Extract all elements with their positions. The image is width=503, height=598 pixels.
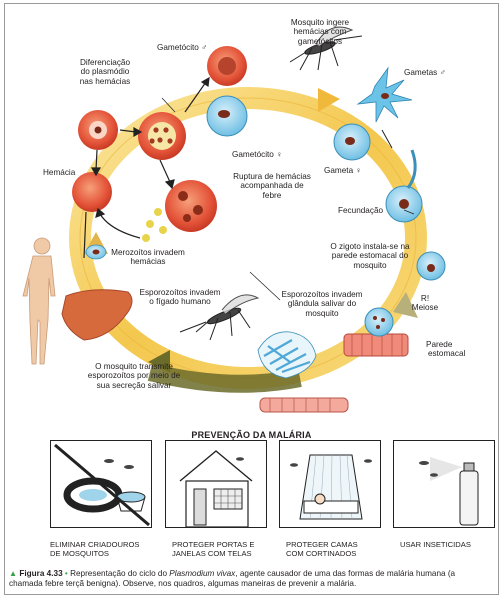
caption-figure-number: Figura 4.33 (19, 569, 62, 578)
label-fecundacao: Fecundação (338, 206, 383, 215)
house-icon (166, 441, 267, 528)
human-figure (23, 238, 55, 364)
tire-icon (51, 441, 152, 528)
label-r-meiose: R!Meiose (405, 294, 445, 313)
caption-triangle-icon: ▲ (9, 569, 17, 578)
prevention-label-insecticides: USAR INSETICIDAS (400, 540, 471, 549)
prevention-box-insecticides (393, 440, 495, 528)
label-gametocito-male: Gametócito ♂ (157, 43, 207, 52)
label-gametas-male: Gametas ♂ (404, 68, 446, 77)
skin-tissue (260, 398, 348, 412)
bed-net-icon (280, 441, 381, 528)
prevention-title: PREVENÇÃO DA MALÁRIA (0, 430, 503, 440)
spray-can-icon (394, 441, 495, 528)
label-gametocito-female: Gametócito ♀ (232, 150, 282, 159)
label-gameta-female: Gameta ♀ (324, 166, 362, 175)
label-hemacia: Hemácia (43, 168, 75, 177)
caption-text-before: Representação do ciclo do (70, 569, 169, 578)
prevention-box-breeding-sites (50, 440, 152, 528)
figure-caption: ▲ Figura 4.33 • Representação do ciclo d… (9, 569, 489, 589)
prevention-box-window-screens (165, 440, 267, 528)
prevention-box-bed-nets (279, 440, 381, 528)
caption-bullet-icon: • (65, 569, 68, 578)
caption-species: Plasmodium vivax (169, 569, 235, 578)
